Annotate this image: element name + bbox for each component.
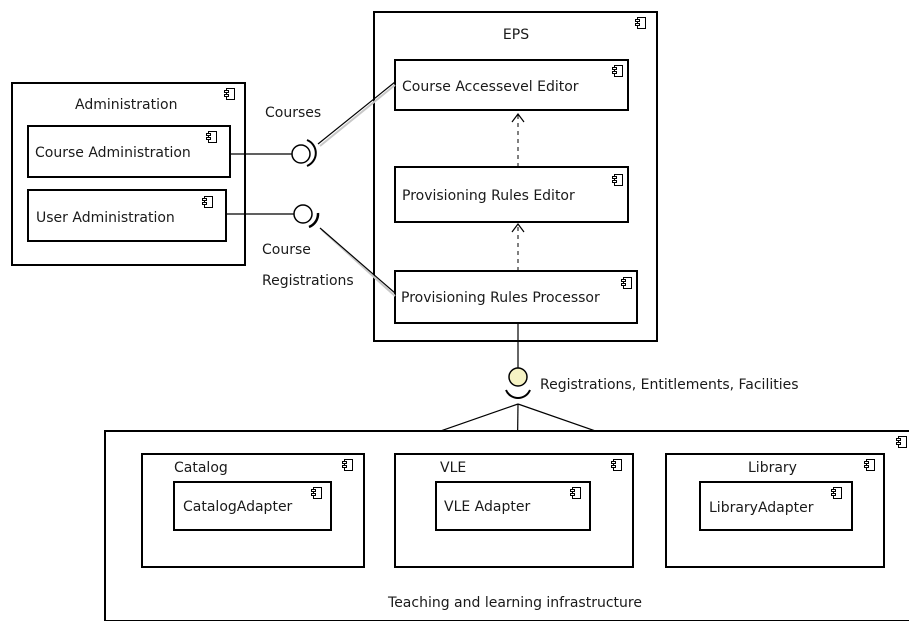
administration-label: Administration — [75, 97, 177, 113]
courses-interface-label: Courses — [265, 105, 321, 121]
component-icon — [831, 487, 842, 499]
library-adapter-label: LibraryAdapter — [709, 500, 814, 516]
course-registrations-label-line2: Registrations — [262, 273, 354, 289]
course-editor-component[interactable]: Course Accessevel Editor — [394, 59, 629, 111]
component-icon — [864, 459, 875, 471]
component-icon — [612, 65, 623, 77]
catalog-adapter-label: CatalogAdapter — [183, 499, 293, 515]
component-icon — [224, 88, 235, 100]
library-label: Library — [748, 460, 797, 476]
infrastructure-label: Teaching and learning infrastructure — [387, 595, 642, 611]
component-icon — [612, 174, 623, 186]
course-editor-label: Course Accessevel Editor — [402, 79, 579, 95]
user-admin-component[interactable]: User Administration — [27, 189, 227, 242]
component-icon — [621, 277, 632, 289]
component-icon — [311, 487, 322, 499]
component-icon — [635, 17, 646, 29]
component-icon — [206, 131, 217, 143]
dependency-processor-to-rules-editor — [511, 223, 525, 271]
library-adapter-component[interactable]: LibraryAdapter — [699, 481, 853, 531]
component-icon — [570, 487, 581, 499]
rules-editor-label: Provisioning Rules Editor — [402, 188, 575, 204]
user-admin-label: User Administration — [36, 210, 175, 226]
course-admin-label: Course Administration — [35, 145, 191, 161]
component-icon — [202, 196, 213, 208]
rules-processor-component[interactable]: Provisioning Rules Processor — [394, 270, 638, 324]
catalog-label: Catalog — [174, 460, 228, 476]
courses-interface: Courses — [230, 81, 396, 167]
vle-adapter-label: VLE Adapter — [444, 499, 530, 515]
eps-label: EPS — [503, 27, 529, 43]
course-registrations-interface: Course Registrations — [226, 204, 396, 297]
component-icon — [611, 459, 622, 471]
rules-processor-label: Provisioning Rules Processor — [401, 290, 600, 306]
course-registrations-label-line1: Course — [262, 242, 311, 258]
registrations-interface: Registrations, Entitlements, Facilities — [296, 323, 799, 483]
catalog-adapter-component[interactable]: CatalogAdapter — [173, 481, 332, 531]
registrations-interface-label: Registrations, Entitlements, Facilities — [540, 377, 799, 393]
rules-editor-component[interactable]: Provisioning Rules Editor — [394, 166, 629, 223]
vle-label: VLE — [440, 460, 466, 476]
course-admin-component[interactable]: Course Administration — [27, 125, 231, 178]
dependency-editor-to-course-editor — [511, 113, 525, 167]
component-icon — [896, 436, 907, 448]
component-icon — [342, 459, 353, 471]
vle-adapter-component[interactable]: VLE Adapter — [435, 481, 591, 531]
